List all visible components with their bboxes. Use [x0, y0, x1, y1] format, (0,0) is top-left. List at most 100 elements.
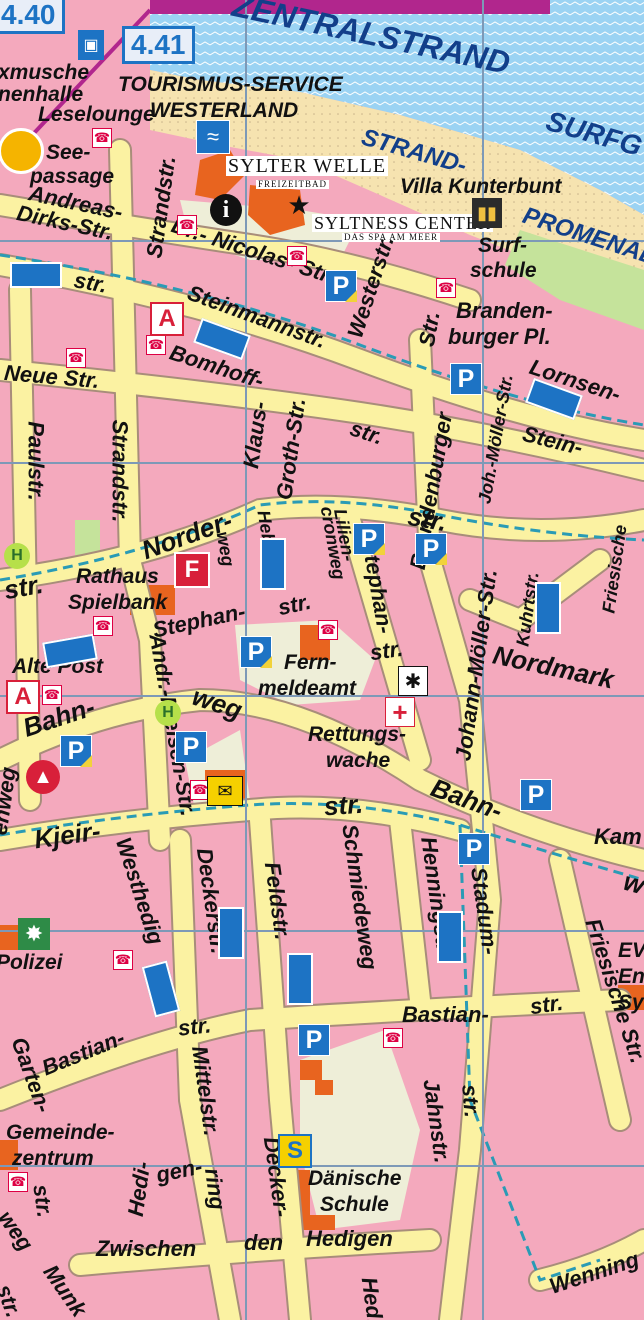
parking-icon[interactable]: P — [520, 779, 552, 811]
poi-label: Spielbank — [68, 591, 168, 614]
street-label: Bastian- — [402, 1002, 489, 1027]
one-way-arrow-icon — [10, 262, 62, 288]
street-label: str. — [28, 1182, 58, 1220]
poi-label: Fern- — [284, 651, 337, 674]
poi-label: Surf- — [478, 234, 527, 257]
grid-ref-label: 4.41 — [122, 26, 195, 64]
police-icon[interactable]: ✸ — [18, 918, 50, 950]
street-label: Zwischen — [96, 1236, 197, 1261]
street-label: den — [244, 1230, 284, 1255]
phone-icon[interactable]: ☎ — [8, 1172, 28, 1192]
poi-label: Villa Kunterbunt — [400, 175, 562, 198]
poi-label: schule — [470, 259, 537, 282]
street-label: str. — [457, 1083, 485, 1119]
poi-label: Sy — [618, 991, 644, 1014]
playground-icon[interactable]: ✱ — [398, 666, 428, 696]
poi-label: Polizei — [0, 951, 63, 974]
street-label: Kam — [594, 824, 642, 849]
phone-icon[interactable]: ☎ — [66, 348, 86, 368]
parking-icon[interactable]: P — [353, 523, 385, 555]
poi-label: En — [618, 965, 644, 988]
poi-label: Dänische — [308, 1167, 402, 1190]
hospital-icon[interactable]: + — [385, 697, 415, 727]
street-label: str. — [176, 1012, 213, 1041]
poi-label: See- — [46, 141, 91, 164]
poi-label: Leselounge — [38, 103, 155, 126]
street-label: Str. — [413, 309, 445, 349]
post-icon[interactable]: ✉ — [207, 776, 243, 806]
poi-label: nenhalle — [0, 83, 84, 106]
street-label: Paulstr. — [23, 421, 49, 501]
phone-icon[interactable]: ☎ — [42, 685, 62, 705]
poi-label: Gemeinde- — [6, 1121, 115, 1144]
poi-label: passage — [30, 165, 115, 188]
parking-icon[interactable]: P — [325, 270, 357, 302]
phone-icon[interactable]: ☎ — [177, 215, 197, 235]
poi-label: SYLTNESS CENTER — [312, 213, 493, 233]
phone-icon[interactable]: ☎ — [92, 128, 112, 148]
street-label: str. — [323, 788, 365, 822]
bus-stop-icon[interactable]: H — [4, 543, 30, 569]
school-icon[interactable]: S — [278, 1134, 312, 1168]
phone-icon[interactable]: ☎ — [287, 246, 307, 266]
sun-icon[interactable] — [0, 128, 44, 174]
parking-icon[interactable]: P — [458, 833, 490, 865]
poi-label: FREIZEITBAD — [256, 179, 329, 189]
street-label: str. — [72, 267, 110, 298]
street-label: Hedigen — [306, 1226, 393, 1251]
parking-icon[interactable]: P — [450, 363, 482, 395]
one-way-arrow-icon — [437, 911, 463, 963]
street-label: str. — [368, 635, 405, 666]
one-way-arrow-icon — [218, 907, 244, 959]
fire-station-icon[interactable]: F — [174, 552, 210, 588]
parking-icon[interactable]: P — [240, 636, 272, 668]
grid-line — [0, 695, 644, 697]
street-label: ring — [200, 1166, 231, 1212]
sea — [150, 0, 644, 215]
grid-line — [482, 0, 484, 1320]
toilet-icon[interactable]: ▮▮ — [472, 198, 502, 228]
poi-label: xmusche — [0, 61, 90, 84]
street-label: str. — [1, 568, 46, 606]
bus-stop-icon[interactable]: H — [155, 700, 181, 726]
grid-line — [0, 930, 644, 932]
route-banner — [150, 0, 550, 14]
street-label: str. — [405, 500, 450, 538]
street-label: Branden- — [456, 298, 553, 323]
poi-label: DAS SPA AM MEER — [342, 232, 440, 242]
poi-label: EV — [618, 939, 644, 962]
street-label: str. — [528, 989, 565, 1020]
pharmacy-icon[interactable]: A — [6, 680, 40, 714]
poi-label: Rathaus — [76, 565, 159, 588]
warning-icon: ▲ — [26, 760, 60, 794]
one-way-arrow-icon — [287, 953, 313, 1005]
phone-icon[interactable]: ☎ — [190, 780, 210, 800]
phone-icon[interactable]: ☎ — [383, 1028, 403, 1048]
poi-label: zentrum — [12, 1147, 94, 1170]
parking-icon[interactable]: P — [60, 735, 92, 767]
phone-icon[interactable]: ☎ — [146, 335, 166, 355]
parking-icon[interactable]: P — [415, 533, 447, 565]
info-icon[interactable]: i — [210, 194, 242, 226]
poi-label: Rettungs- — [308, 723, 406, 746]
street-label: burger Pl. — [448, 324, 551, 349]
grid-line — [0, 1165, 644, 1167]
street-label: Strandstr. — [107, 419, 133, 523]
poi-label: WESTERLAND — [150, 99, 299, 122]
poi-label: meldeamt — [258, 677, 357, 700]
one-way-arrow-icon — [535, 582, 561, 634]
parking-icon[interactable]: P — [298, 1024, 330, 1056]
phone-icon[interactable]: ☎ — [93, 616, 113, 636]
phone-icon[interactable]: ☎ — [113, 950, 133, 970]
phone-icon[interactable]: ☎ — [318, 620, 338, 640]
bus-stop-icon[interactable]: ▣ — [78, 30, 104, 60]
grid-ref-label: 4.40 — [0, 0, 65, 34]
grid-line — [0, 462, 644, 464]
pharmacy-icon[interactable]: A — [150, 302, 184, 336]
phone-icon[interactable]: ☎ — [436, 278, 456, 298]
one-way-arrow-icon — [260, 538, 286, 590]
monument-icon: ★ — [287, 189, 311, 220]
parking-icon[interactable]: P — [175, 731, 207, 763]
wave-icon: ≈ — [196, 120, 230, 154]
